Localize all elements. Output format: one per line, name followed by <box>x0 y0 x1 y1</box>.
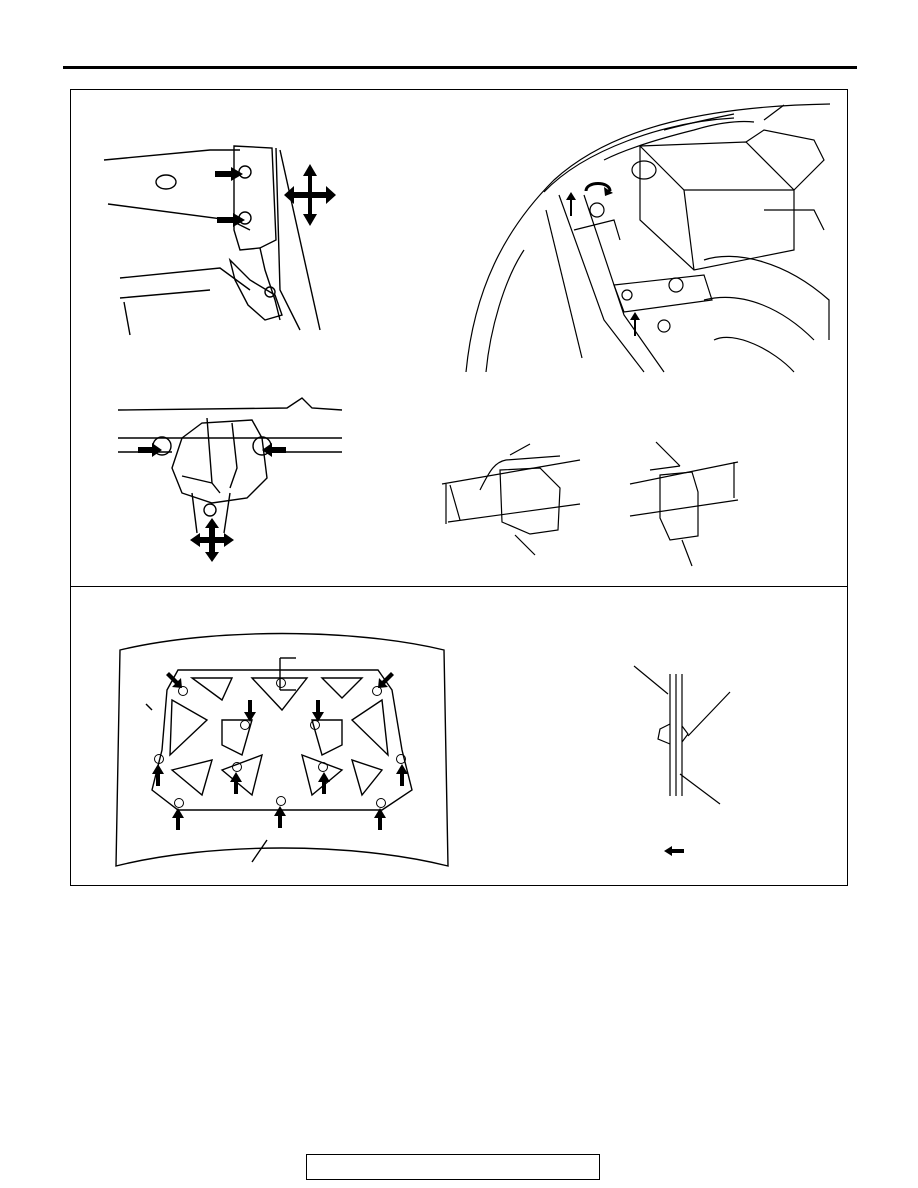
four-way-arrow-icon <box>284 164 336 226</box>
illustration-frame <box>70 89 848 886</box>
clip-hole <box>372 686 382 696</box>
arrow-icon <box>244 700 256 722</box>
arrow-icon <box>378 672 394 688</box>
header-rule <box>63 66 857 69</box>
clip-hole <box>232 762 242 772</box>
clip-hole <box>276 796 286 806</box>
clip-right-figure <box>620 440 750 570</box>
arrow-icon <box>566 192 576 216</box>
hood-insulator-figure <box>112 630 452 870</box>
arrow-icon <box>312 700 324 722</box>
frame-divider <box>70 586 848 587</box>
arrow-icon <box>396 764 408 786</box>
rotate-arrow-icon <box>650 392 680 412</box>
four-way-arrow-icon <box>190 518 234 562</box>
arrow-icon <box>152 764 164 786</box>
clip-section-figure <box>630 664 740 864</box>
clip-hole <box>174 798 184 808</box>
clip-hole <box>154 754 164 764</box>
clip-hole <box>276 678 286 688</box>
clip-hole <box>318 762 328 772</box>
arrow-icon <box>630 312 640 336</box>
arrow-icon <box>166 672 182 688</box>
arrow-icon <box>172 808 184 830</box>
footer-box <box>306 1154 600 1180</box>
clip-hole <box>310 720 320 730</box>
arrow-icon <box>262 443 286 457</box>
clip-hole <box>376 798 386 808</box>
clip-left-figure <box>440 440 590 570</box>
engine-compartment-figure <box>464 100 834 378</box>
rotate-arrow-icon <box>584 182 613 196</box>
arrow-icon <box>318 772 330 794</box>
left-arrow-icon <box>664 846 684 856</box>
arrow-icon <box>374 808 386 830</box>
hood-hinge-figure <box>100 130 350 336</box>
clip-hole <box>178 686 188 696</box>
arrow-icon <box>217 213 245 227</box>
arrow-icon <box>138 443 162 457</box>
clip-hole <box>240 720 250 730</box>
hood-latch-figure <box>112 397 347 563</box>
clip-hole <box>396 754 406 764</box>
arrow-icon <box>215 167 243 181</box>
arrow-icon <box>274 806 286 828</box>
arrow-icon <box>230 772 242 794</box>
